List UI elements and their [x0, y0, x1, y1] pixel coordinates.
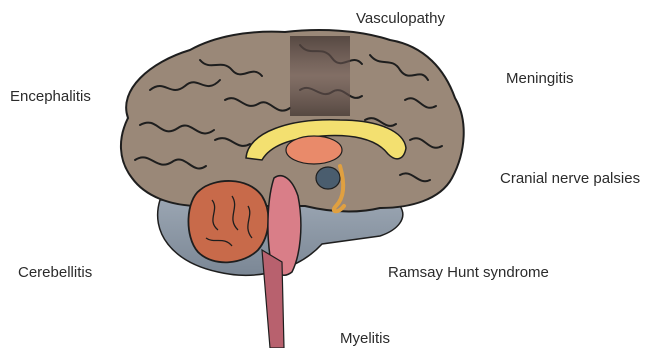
label-vasculopathy: Vasculopathy [356, 10, 445, 28]
ventricle [316, 167, 340, 189]
label-ramsay-hunt-syndrome: Ramsay Hunt syndrome [388, 264, 549, 282]
thalamus [286, 136, 342, 164]
spinal-cord [262, 250, 284, 348]
label-myelitis: Myelitis [340, 330, 390, 348]
label-cranial-nerve-palsies: Cranial nerve palsies [500, 170, 640, 188]
label-cerebellitis: Cerebellitis [18, 264, 92, 282]
vascular-band [290, 36, 350, 116]
label-meningitis: Meningitis [506, 70, 574, 88]
cerebellum [188, 181, 268, 262]
label-encephalitis: Encephalitis [10, 88, 91, 106]
